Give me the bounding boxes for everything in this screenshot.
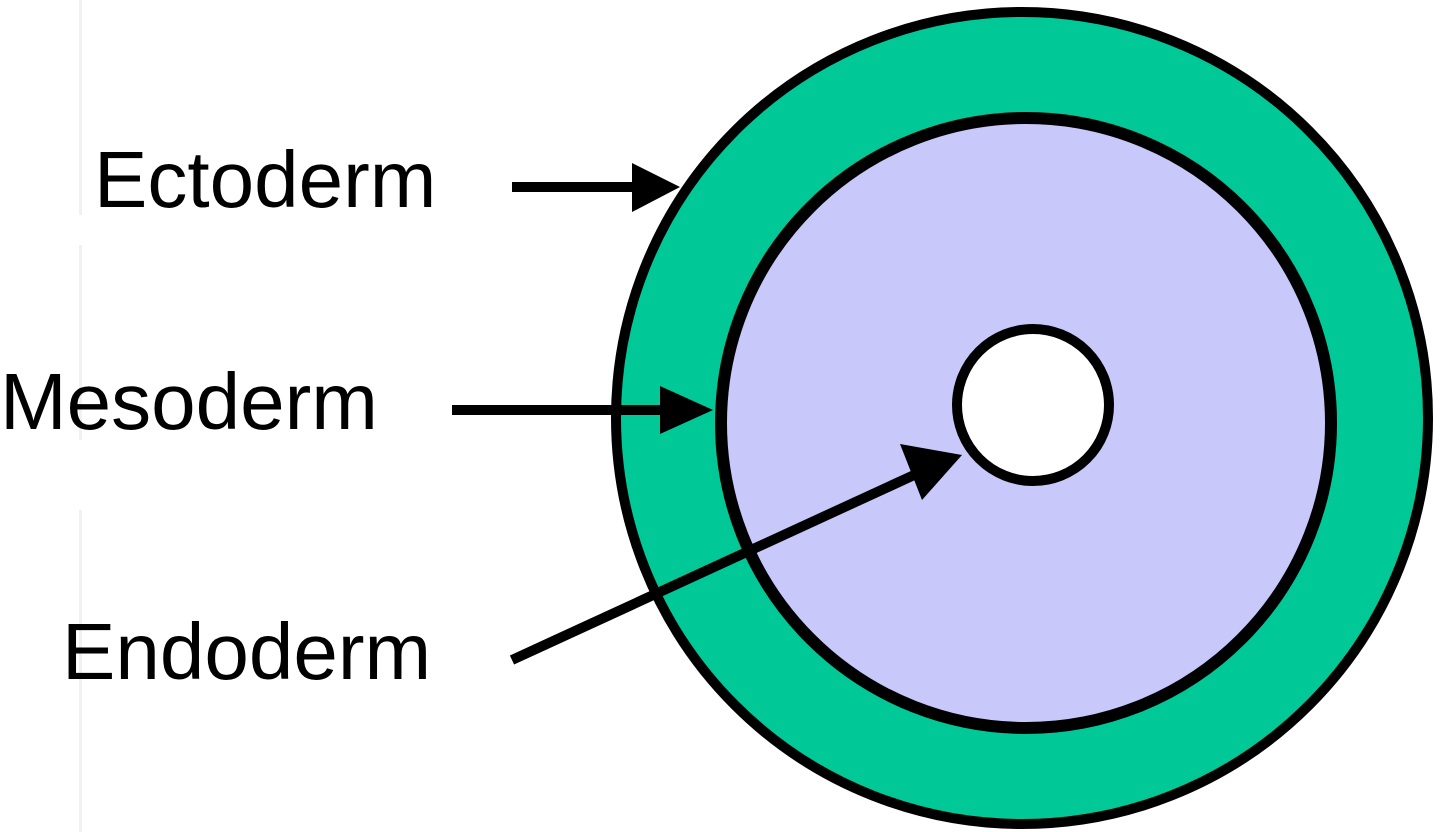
- endoderm-lumen: [952, 324, 1114, 486]
- left-margin-line: [79, 0, 82, 832]
- ectoderm-arrow: [512, 163, 680, 212]
- ectoderm-label: Ectoderm: [94, 135, 437, 224]
- endoderm-arrow: [509, 444, 962, 665]
- endoderm-label: Endoderm: [62, 607, 432, 696]
- mesoderm-arrow: [452, 386, 713, 434]
- margin-gap: [79, 440, 82, 510]
- mesoderm-label: Mesoderm: [0, 357, 378, 446]
- margin-gap: [79, 215, 82, 245]
